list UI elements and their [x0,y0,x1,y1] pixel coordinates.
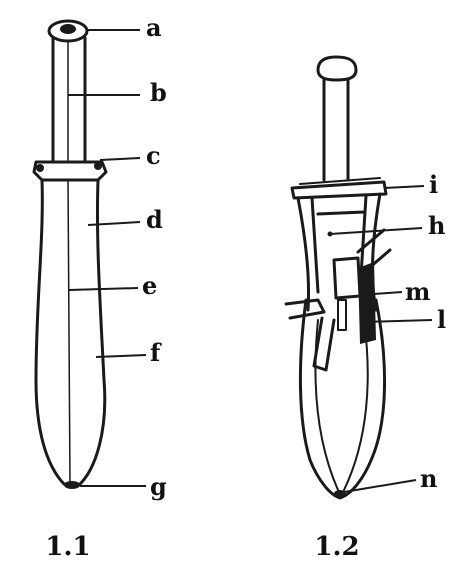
fig2-small-block [338,300,346,330]
fig2-inner-body [315,320,367,490]
fig1-leader-e [69,288,138,290]
label-i: i [429,170,438,199]
fig1-collar-right-dot [94,162,102,170]
fig2-top-knob [318,57,356,80]
fig1-knob-dot [60,24,76,34]
fig1-body-axis [68,180,70,484]
fig2-leader-i [384,186,424,188]
label-g: g [150,472,167,501]
fig2-plunger-stem [324,80,348,180]
label-h: h [428,211,445,240]
label-c: c [146,141,161,170]
fig1-leader-c [100,158,140,160]
caption-1-1: 1.1 [45,532,90,562]
label-d: d [146,205,163,234]
fig1-leader-d [88,222,140,225]
figure-1-2: i h m l n 1.2 [286,57,446,562]
fig1-collar-left-dot [36,164,44,172]
fig1-stem [53,38,85,160]
label-l: l [437,305,446,334]
label-b: b [150,78,167,107]
label-e: e [142,271,157,300]
fig1-bottom-tip [64,481,80,489]
caption-1-2: 1.2 [314,532,359,562]
label-n: n [420,464,437,493]
label-m: m [405,277,430,306]
fig2-inner-chamber [334,258,360,298]
label-f: f [150,338,162,367]
figure-1-1: a b c d e f g 1.1 [34,13,167,562]
fig2-leader-m [374,292,402,294]
label-a: a [146,13,162,42]
